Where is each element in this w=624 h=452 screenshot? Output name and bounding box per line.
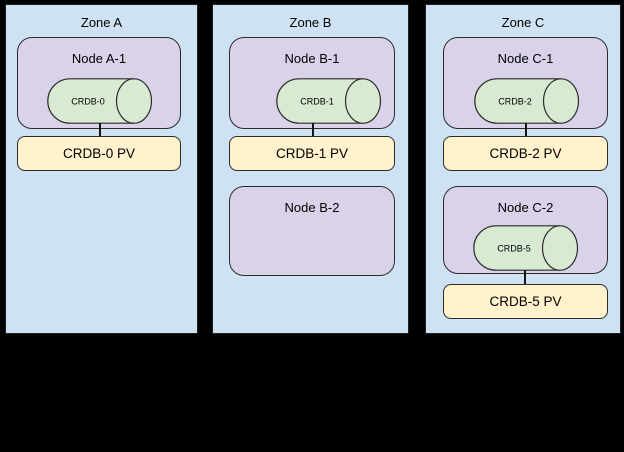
node-b2-label: Node B-2 bbox=[284, 200, 340, 215]
node-box-c2: Node C-2 CRDB-5 bbox=[443, 186, 608, 274]
zone-a-label: Zone A bbox=[80, 15, 123, 30]
pod-cylinder-crdb-0: CRDB-0 bbox=[47, 78, 153, 124]
pod-crdb-5-label: CRDB-5 bbox=[497, 244, 531, 254]
pod-cylinder-crdb-5: CRDB-5 bbox=[473, 225, 579, 271]
connector-c1-pv bbox=[525, 123, 527, 137]
pv-box-crdb-1: CRDB-1 PV bbox=[229, 136, 395, 171]
pod-crdb-2-label: CRDB-2 bbox=[498, 97, 532, 107]
node-box-b2: Node B-2 bbox=[229, 186, 395, 276]
zone-b-label: Zone B bbox=[289, 15, 332, 30]
zone-b: Zone B Node B-1 CRDB-1 CRDB-1 PV Node B-… bbox=[212, 4, 409, 334]
node-box-b1: Node B-1 CRDB-1 bbox=[229, 37, 395, 129]
node-c1-label: Node C-1 bbox=[497, 51, 554, 66]
node-box-a1: Node A-1 CRDB-0 bbox=[17, 37, 181, 129]
zone-c: Zone C Node C-1 CRDB-2 CRDB-2 PV Node C-… bbox=[425, 4, 621, 334]
connector-c2-pv bbox=[524, 270, 526, 284]
pod-cylinder-crdb-1: CRDB-1 bbox=[276, 78, 382, 124]
zone-c-label: Zone C bbox=[501, 15, 545, 30]
node-c2-label: Node C-2 bbox=[497, 200, 554, 215]
pod-cylinder-crdb-2: CRDB-2 bbox=[474, 78, 580, 124]
pv-box-crdb-2: CRDB-2 PV bbox=[443, 136, 608, 171]
node-b1-label: Node B-1 bbox=[284, 51, 340, 66]
node-box-c1: Node C-1 CRDB-2 bbox=[443, 37, 608, 129]
zone-a: Zone A Node A-1 CRDB-0 CRDB-0 PV bbox=[5, 4, 198, 334]
pod-crdb-1-label: CRDB-1 bbox=[300, 97, 334, 107]
connector-a1-pv bbox=[99, 123, 101, 137]
node-a1-label: Node A-1 bbox=[71, 51, 127, 66]
pod-crdb-0-label: CRDB-0 bbox=[71, 97, 105, 107]
pv-box-crdb-0: CRDB-0 PV bbox=[17, 136, 181, 171]
pv-box-crdb-5: CRDB-5 PV bbox=[443, 284, 608, 319]
connector-b1-pv bbox=[312, 123, 314, 137]
